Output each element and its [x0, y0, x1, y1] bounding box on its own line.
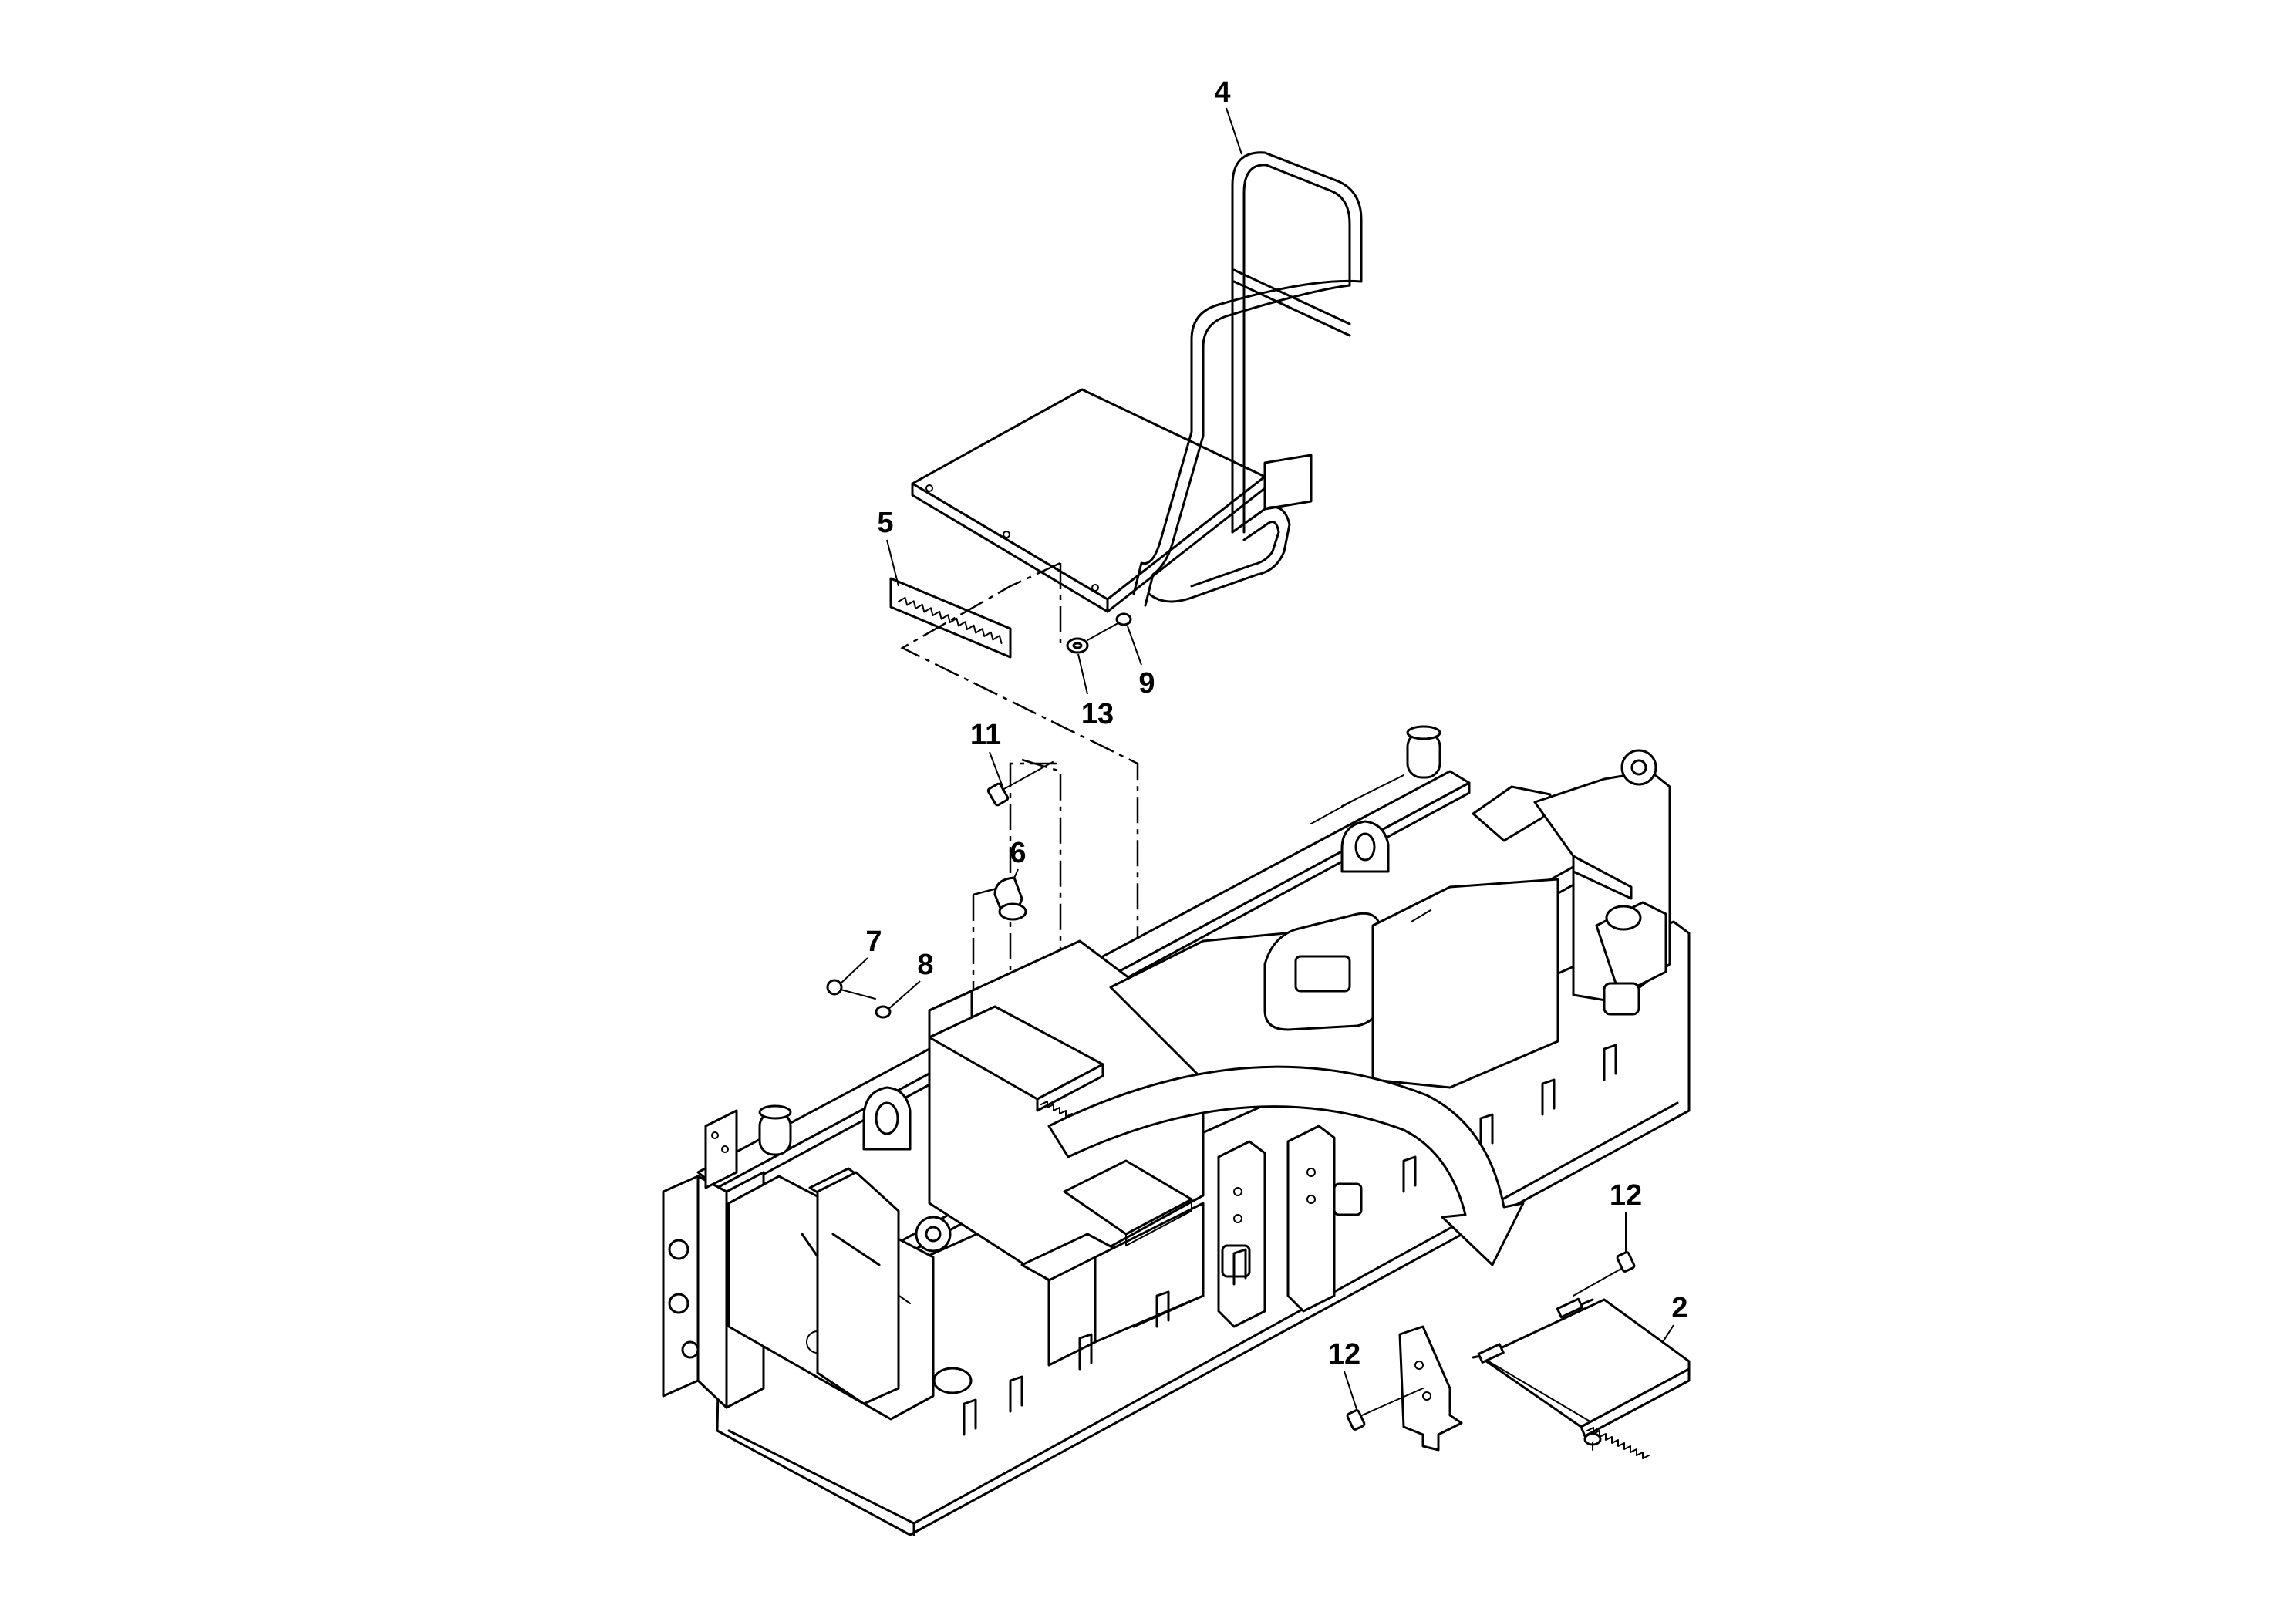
- seat-plate: [911, 388, 1266, 601]
- callout-9: 9: [1138, 667, 1155, 700]
- bolt-12-upper: [1616, 1251, 1636, 1273]
- callout-13: 13: [1081, 698, 1114, 730]
- side-bracket: [1346, 1325, 1463, 1452]
- callout-12-upper: 12: [1610, 1179, 1642, 1212]
- main-frame: [662, 725, 1691, 1536]
- bottom-teeth: [963, 1044, 1617, 1436]
- guard-rail-front-outer: [1140, 279, 1363, 565]
- nut-9: [1115, 612, 1132, 626]
- serrated-strip: [889, 577, 1012, 659]
- seat-block: [1263, 454, 1313, 511]
- small-parts: [826, 761, 1054, 1019]
- callout-4: 4: [1214, 76, 1230, 109]
- bolt-12-lower: [1346, 1409, 1366, 1431]
- washer-8: [875, 1005, 892, 1019]
- bracket-plate: [1398, 1325, 1463, 1452]
- bolt-11-head: [986, 782, 1010, 807]
- callout-2: 2: [1671, 1292, 1687, 1324]
- left-upright: [816, 1171, 900, 1405]
- guard-rail-back-outer: [1231, 151, 1363, 534]
- step-plate-2: [1479, 1298, 1691, 1428]
- guard-rail-footrest: [1148, 506, 1291, 603]
- callout-6: 6: [1010, 837, 1026, 869]
- callout-11: 11: [970, 719, 1001, 751]
- callout-8: 8: [917, 949, 933, 981]
- callout-12-lower: 12: [1328, 1338, 1360, 1371]
- callouts: 4 5 13 9 11 6 7 8 12 12 2: [840, 76, 1688, 1412]
- hardware-13-9: [1066, 612, 1132, 654]
- callout-5: 5: [877, 507, 893, 539]
- bolt-7: [826, 979, 843, 996]
- part-5-serrated-strip: [889, 577, 1012, 659]
- part-4-seat-assembly: [911, 151, 1363, 613]
- assembly-arrow: [1047, 1065, 1525, 1266]
- middle-upright: [1217, 1140, 1266, 1328]
- callout-7: 7: [865, 926, 882, 958]
- curved-arrow: [1047, 1065, 1525, 1266]
- part-2-step: [1472, 1251, 1691, 1459]
